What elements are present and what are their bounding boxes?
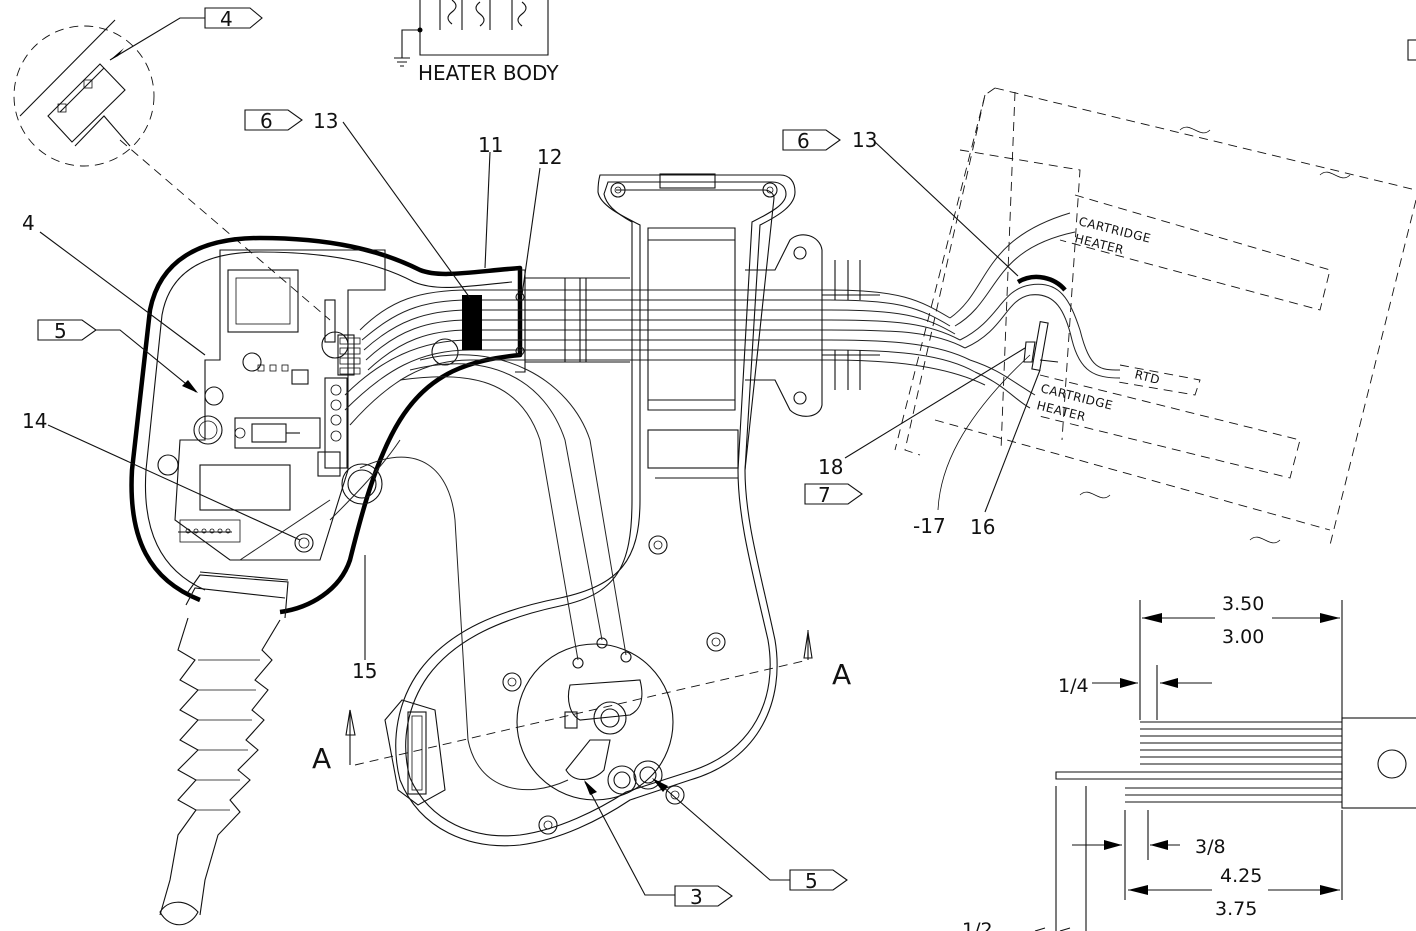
flag-notes: 6 5 6 7 3 5 [37,109,863,909]
flag-6-right-text: 6 [797,129,810,153]
flag-6-left-text: 6 [260,109,273,133]
flag-5-left [37,319,97,341]
wire-bundle [239,269,986,561]
flag-6-left [244,109,303,131]
flag-5-bottom-text: 5 [805,869,818,893]
callout-16: 16 [970,515,995,539]
callout-15: 15 [352,659,377,683]
heater-body-schematic: HEATER BODY [394,0,559,85]
handle-housing [129,235,523,926]
flag-3-text: 3 [690,885,703,909]
dim-3-75: 3.75 [1215,898,1257,920]
callout-13-right: 13 [852,128,877,152]
flag-4-top-text: 4 [220,7,233,31]
flag-7 [804,483,863,505]
callout-4: 4 [22,211,35,235]
section-label-left: A [312,742,331,775]
callout-numbers: 4 14 15 13 11 12 13 18 -17 16 [22,109,995,683]
dim-3-00: 3.00 [1222,626,1264,648]
flag-4-top [204,7,263,29]
heater-body-bracket [359,173,880,847]
flag-5-left-text: 5 [54,319,67,343]
section-line: A A [312,630,851,775]
callout-13-left: 13 [313,109,338,133]
flag-7-text: 7 [818,483,831,507]
callout-18: 18 [818,455,843,479]
leader-lines [39,121,1041,896]
dim-3-50: 3.50 [1222,593,1264,615]
dimension-view: 3.50 3.00 1/4 3/8 4.25 3.75 1/2 [962,593,1416,931]
callout-17: -17 [913,514,946,538]
callout-11: 11 [478,133,503,157]
dim-3-8: 3/8 [1195,836,1226,858]
callout-12: 12 [537,145,562,169]
dim-1-2: 1/2 [962,919,993,931]
section-label-right: A [832,658,851,691]
dim-4-25: 4.25 [1220,865,1262,887]
heater-body-label: HEATER BODY [418,61,559,85]
flag-6-right [782,129,841,151]
flag-3 [674,885,733,907]
detail-circle: 4 [13,7,331,321]
cartridge-heaters: CARTRIDGE HEATER RTD CARTRIDGE HEATER [894,39,1416,546]
rtd-label: RTD [1133,367,1161,387]
dim-1-4: 1/4 [1058,675,1089,697]
heat-shrink-band [462,295,482,350]
flag-5-bottom [789,869,848,891]
callout-14: 14 [22,409,47,433]
